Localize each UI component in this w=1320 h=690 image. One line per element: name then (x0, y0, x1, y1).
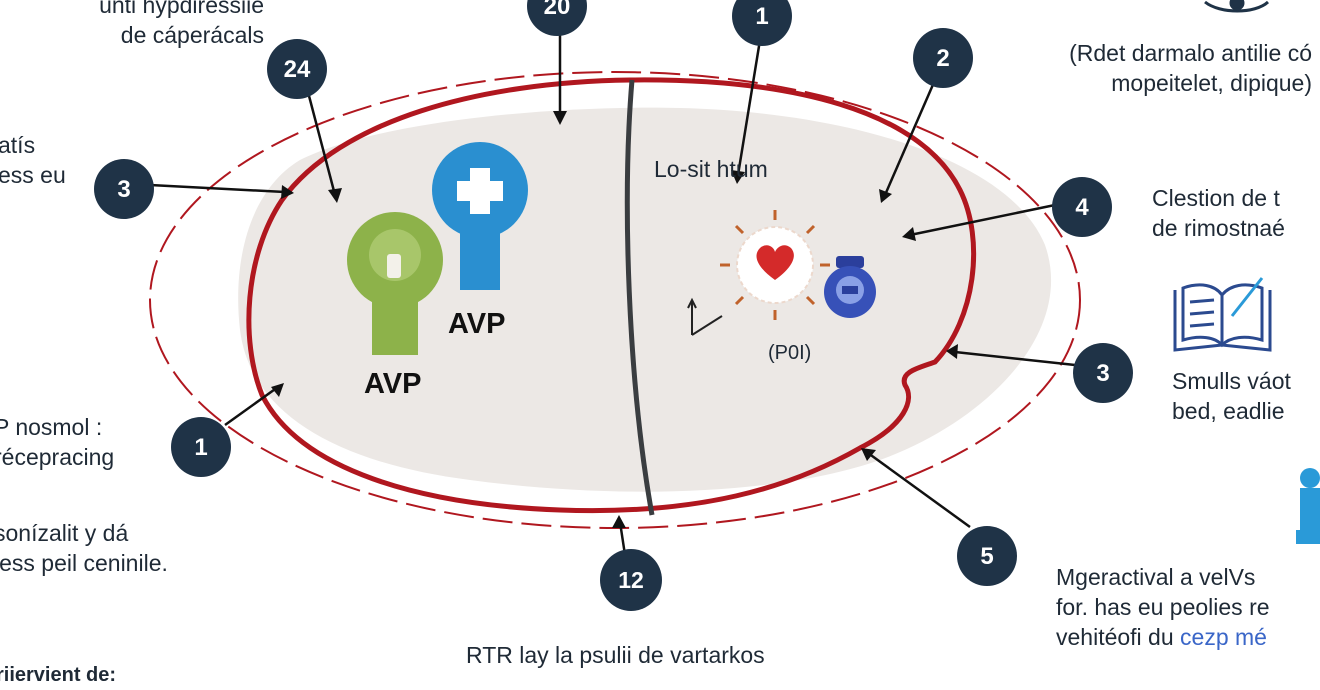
avp-blue-label: AVP (448, 308, 506, 340)
badge-3-right: 3 (1073, 343, 1133, 403)
label-right-upper: Clestion de t de rimostnaé (1152, 185, 1285, 241)
eye-icon (1204, 0, 1270, 13)
badge-12: 12 (600, 549, 662, 611)
open-book-icon (1173, 277, 1272, 352)
label-top-right: (Rdet darmalo antilie có mopeitelet, dip… (1069, 40, 1312, 96)
svg-text:12: 12 (618, 567, 644, 593)
svg-text:24: 24 (284, 56, 311, 83)
badge-20: 20 (527, 0, 587, 36)
badge-3-left: 3 (94, 159, 154, 219)
label-right-mid: Smulls váot bed, eadlie (1172, 368, 1291, 424)
key-green-icon (347, 212, 443, 355)
cell-shaded-region (238, 107, 1052, 492)
zone-label: Lo-sit htum (654, 156, 768, 182)
svg-text:20: 20 (544, 0, 571, 20)
badge-4: 4 (1052, 177, 1112, 237)
svg-text:3: 3 (1096, 360, 1109, 387)
label-left-upper: atís ess eu (0, 132, 66, 188)
svg-text:2: 2 (936, 45, 949, 72)
label-right-lower: Mgeractival a velVs for. has eu peolies … (1056, 564, 1270, 650)
capsule-jar-icon (824, 256, 876, 318)
cell-membrane (246, 77, 977, 514)
badge-24: 24 (267, 39, 327, 99)
svg-text:4: 4 (1075, 194, 1089, 221)
label-left-lower: sonízalit y dá less peil ceninile. (0, 520, 168, 576)
key-plus-blue-icon (432, 142, 528, 290)
svg-text:3: 3 (117, 176, 130, 203)
badge-5: 5 (957, 526, 1017, 586)
poi-label: (P0I) (768, 342, 812, 364)
svg-text:5: 5 (980, 543, 993, 570)
pointer-arrowheads (271, 111, 958, 528)
label-bottom-left: riiervient de: (0, 664, 117, 686)
label-left-mid: P nosmol : récepracing (0, 414, 115, 470)
puzzle-piece-icon (1296, 468, 1320, 544)
svg-text:1: 1 (194, 434, 207, 461)
badge-2: 2 (913, 28, 973, 88)
svg-text:1: 1 (755, 3, 768, 30)
axis-mark-icon (687, 297, 723, 336)
label-bottom-caption: RTR lay la psulii de vartarkos (466, 642, 765, 668)
avp-green-label: AVP (364, 368, 422, 400)
badge-1-left: 1 (171, 417, 231, 477)
label-top-left: unti hypdiressiie de cáperácals (99, 0, 264, 48)
heart-sun-icon (720, 210, 830, 320)
badge-1-top: 1 (732, 0, 792, 46)
cell-divider (624, 79, 655, 516)
